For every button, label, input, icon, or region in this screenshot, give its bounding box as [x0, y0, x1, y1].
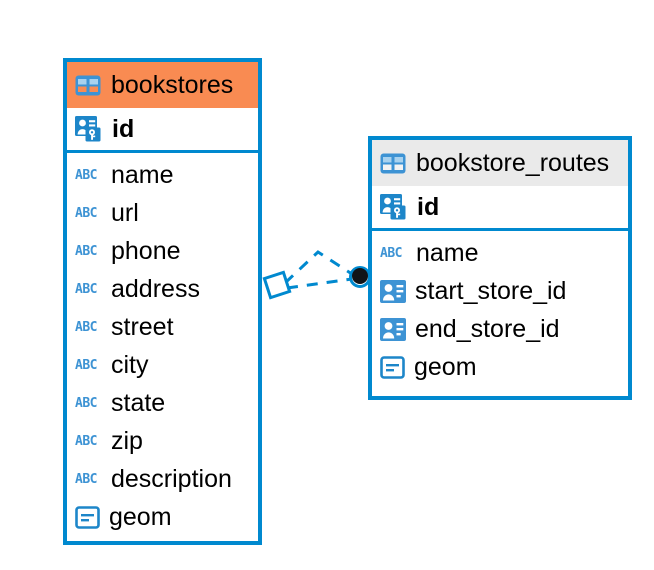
- entity-title: bookstores: [111, 70, 234, 99]
- entity-table-bookstore-routes[interactable]: bookstore_routes id: [368, 136, 632, 400]
- column-label: name: [416, 238, 479, 267]
- column-row-city[interactable]: ABC city: [67, 346, 258, 384]
- foreign-key-icon: [380, 317, 406, 341]
- column-label: url: [111, 198, 139, 227]
- text-type-icon: ABC: [75, 281, 97, 297]
- entity-title: bookstore_routes: [416, 148, 610, 177]
- text-type-icon: ABC: [75, 395, 97, 411]
- column-label: city: [111, 350, 149, 379]
- column-list: ABC name ABC url ABC phone ABC: [67, 153, 258, 540]
- column-label: phone: [111, 236, 181, 265]
- column-label: geom: [109, 502, 172, 531]
- column-row-phone[interactable]: ABC phone: [67, 232, 258, 270]
- column-row-geom[interactable]: geom: [372, 348, 628, 386]
- column-row-state[interactable]: ABC state: [67, 384, 258, 422]
- text-type-icon: ABC: [75, 167, 97, 183]
- column-label: end_store_id: [415, 314, 560, 343]
- column-label: zip: [111, 426, 143, 455]
- column-label: state: [111, 388, 166, 417]
- column-list: ABC name start_store_id: [372, 231, 628, 390]
- table-icon: [380, 153, 406, 174]
- primary-key-icon: [75, 115, 103, 143]
- column-label: address: [111, 274, 200, 303]
- foreign-key-icon: [380, 279, 406, 303]
- diamond-endpoint: [262, 270, 292, 300]
- column-row-end-store-id[interactable]: end_store_id: [372, 310, 628, 348]
- column-row-description[interactable]: ABC description: [67, 460, 258, 498]
- text-type-icon: ABC: [75, 319, 97, 335]
- column-label: start_store_id: [415, 276, 567, 305]
- column-row-primary-key[interactable]: id: [67, 108, 258, 153]
- column-row-url[interactable]: ABC url: [67, 194, 258, 232]
- column-row-geom[interactable]: geom: [67, 498, 258, 536]
- column-row-primary-key[interactable]: id: [372, 186, 628, 231]
- column-label: id: [417, 192, 440, 221]
- column-row-address[interactable]: ABC address: [67, 270, 258, 308]
- column-label: description: [111, 464, 232, 493]
- geometry-type-icon: [380, 355, 405, 379]
- column-row-name[interactable]: ABC name: [67, 156, 258, 194]
- relationship-line-upper: [283, 250, 356, 285]
- column-row-street[interactable]: ABC street: [67, 308, 258, 346]
- text-type-icon: ABC: [75, 471, 97, 487]
- column-row-zip[interactable]: ABC zip: [67, 422, 258, 460]
- table-icon: [75, 75, 101, 96]
- text-type-icon: ABC: [75, 243, 97, 259]
- text-type-icon: ABC: [75, 433, 97, 449]
- column-row-start-store-id[interactable]: start_store_id: [372, 272, 628, 310]
- column-row-name[interactable]: ABC name: [372, 234, 628, 272]
- geometry-type-icon: [75, 505, 100, 529]
- text-type-icon: ABC: [75, 205, 97, 221]
- column-label: geom: [414, 352, 477, 381]
- entity-table-bookstores[interactable]: bookstores id: [63, 58, 262, 545]
- column-label: street: [111, 312, 174, 341]
- circle-endpoint: [349, 266, 371, 288]
- entity-header[interactable]: bookstore_routes: [372, 140, 628, 186]
- column-label: name: [111, 160, 174, 189]
- column-label: id: [112, 114, 135, 143]
- entity-header[interactable]: bookstores: [67, 62, 258, 108]
- text-type-icon: ABC: [75, 357, 97, 373]
- text-type-icon: ABC: [380, 245, 402, 261]
- relationship-line-lower: [286, 277, 353, 290]
- primary-key-icon: [380, 193, 408, 221]
